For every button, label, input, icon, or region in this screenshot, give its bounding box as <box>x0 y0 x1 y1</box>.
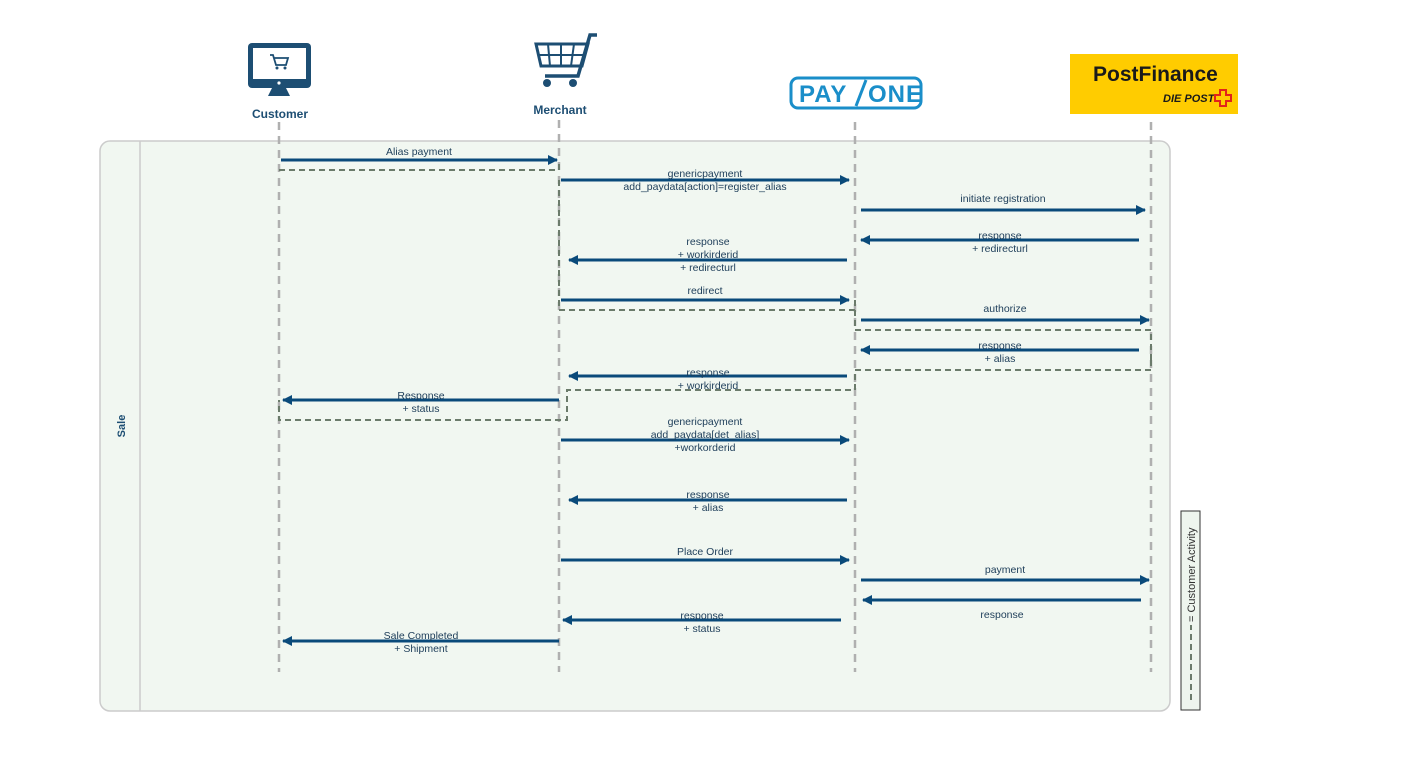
message-label-line: response <box>978 230 1021 242</box>
message-label: response <box>980 609 1023 621</box>
message-label: Place Order <box>677 546 734 558</box>
legend-label: = Customer Activity <box>1186 527 1198 622</box>
customer-activity-regions <box>278 160 1152 421</box>
postfinance-logo-subtext: DIE POST <box>1163 93 1216 105</box>
message-label-line: response <box>978 340 1021 352</box>
message-label: response+ workirderid <box>678 367 739 392</box>
message-label-line: response <box>980 609 1023 621</box>
payone-logo-left: PAY <box>799 81 847 108</box>
message-label: payment <box>985 564 1025 576</box>
message-label-line: initiate registration <box>960 193 1045 205</box>
sale-lane-frame <box>99 140 1171 712</box>
message-label-line: + workirderid <box>678 380 739 392</box>
message-label: Sale Completed+ Shipment <box>384 630 459 655</box>
message-label-line: genericpayment <box>668 416 743 428</box>
message-label: response+ status <box>680 610 723 635</box>
customer-activity-region <box>558 180 856 311</box>
postfinance-logo-text: PostFinance <box>1093 63 1218 86</box>
message-label-line: +workorderid <box>675 442 736 454</box>
message-label: response+ alias <box>978 340 1021 365</box>
message-label-line: redirect <box>687 285 722 297</box>
message-label-line: Sale Completed <box>384 630 459 642</box>
message-label-line: authorize <box>983 303 1026 315</box>
message-label: Response+ status <box>397 390 444 415</box>
message-label-line: + status <box>683 623 720 635</box>
message-label: response+ alias <box>686 489 729 514</box>
message-label-line: + redirecturl <box>680 262 736 274</box>
message-label-line: response <box>680 610 723 622</box>
customer-activity-region <box>279 160 560 171</box>
message-label-line: Place Order <box>677 546 734 558</box>
message-label-line: response <box>686 367 729 379</box>
message-label: initiate registration <box>960 193 1045 205</box>
message-label-line: response <box>686 489 729 501</box>
message-label: response+ workirderid+ redirecturl <box>678 236 739 274</box>
message-label-line: + workirderid <box>678 249 739 261</box>
message-label-line: + alias <box>985 353 1016 365</box>
message-label-line: + alias <box>693 502 724 514</box>
message-label: response+ redirecturl <box>972 230 1028 255</box>
customer-activity-region <box>278 360 1152 421</box>
message-label-line: Response <box>397 390 444 402</box>
legend: = Customer Activity <box>1180 510 1201 711</box>
customer-activity-region <box>854 310 1152 360</box>
customer-monitor-icon <box>248 43 311 96</box>
message-label-line: + status <box>402 403 439 415</box>
message-label-line: Alias payment <box>386 146 452 158</box>
sale-lane-label: Sale <box>116 415 128 438</box>
payone-logo-right: ONE <box>868 81 923 108</box>
message-label-line: response <box>686 236 729 248</box>
message-label: Alias payment <box>386 146 452 158</box>
message-label-line: + redirecturl <box>972 243 1028 255</box>
message-label: redirect <box>687 285 722 297</box>
message-label-line: add_paydata[det_alias] <box>651 429 760 441</box>
message-label-line: genericpayment <box>668 168 743 180</box>
swiss-cross-icon <box>1214 89 1232 107</box>
merchant-cart-icon <box>534 33 597 87</box>
message-label-line: add_paydata[action]=register_alias <box>623 181 786 193</box>
message-label-line: payment <box>985 564 1025 576</box>
payone-logo: PAY ONE <box>789 76 923 110</box>
merchant-label: Merchant <box>533 103 586 117</box>
payone-logo-slash <box>854 79 868 107</box>
message-label-line: + Shipment <box>394 643 447 655</box>
message-label: authorize <box>983 303 1026 315</box>
postfinance-logo: PostFinance DIE POST <box>1070 54 1238 114</box>
customer-label: Customer <box>252 107 308 121</box>
